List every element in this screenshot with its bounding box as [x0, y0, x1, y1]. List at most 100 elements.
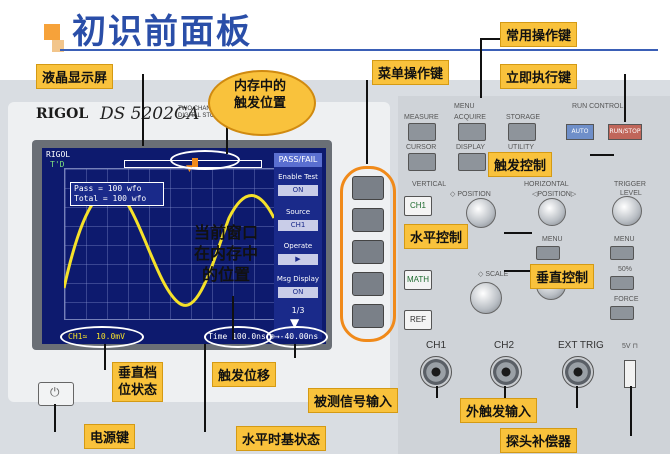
bubble-trigger-memory: [208, 70, 316, 136]
label-vertical-control: 垂直控制: [530, 264, 595, 289]
ext-trig-bnc-connector[interactable]: [562, 356, 594, 388]
ref-button[interactable]: REF: [404, 310, 432, 330]
menu-softkey-2[interactable]: [352, 208, 384, 232]
screen-brand: RIGOL: [46, 150, 71, 159]
menu-value-msg-display: ON: [278, 287, 318, 298]
title-decoration: [44, 24, 60, 40]
force-button[interactable]: [610, 306, 634, 320]
label-timebase: 水平时基状态: [236, 426, 327, 451]
leader-signal-input-ch2: [504, 386, 506, 398]
screen-mode: T'D: [50, 160, 65, 169]
vertical-status-highlight: [60, 326, 144, 348]
fifty-percent-label: 50%: [618, 266, 633, 273]
trigger-section-label: TRIGGER: [614, 181, 646, 188]
label-lcd: 液晶显示屏: [36, 64, 114, 89]
storage-button[interactable]: [508, 123, 536, 141]
menu-label-operate: Operate: [283, 242, 313, 250]
trigger-menu-button[interactable]: [610, 246, 634, 260]
vertical-scale-knob[interactable]: [470, 282, 502, 314]
leader-vertical-status: [104, 344, 106, 370]
probe-comp-label: 5V ⊓: [622, 343, 638, 350]
run-stop-button[interactable]: RUN/STOP: [608, 124, 642, 140]
label-menu-keys: 菜单操作键: [372, 60, 450, 85]
leader-run-keys: [624, 74, 626, 122]
horizontal-section-label: HORIZONTAL: [524, 181, 569, 188]
label-trigger-shift: 触发位移: [212, 362, 277, 387]
brand-label: RIGOL: [36, 106, 89, 122]
trigger-menu-label: MENU: [614, 236, 635, 243]
power-button[interactable]: [38, 382, 74, 406]
ch1-button[interactable]: CH1: [404, 196, 432, 216]
ch2-input-label: CH2: [494, 340, 515, 351]
probe-compensator-terminal[interactable]: [624, 360, 636, 388]
leader-power: [54, 404, 56, 432]
horizontal-menu-button[interactable]: [536, 246, 560, 260]
menu-value-source: CH1: [278, 220, 318, 231]
menu-value-operate: ▶: [278, 254, 318, 265]
acquire-label: ACQUIRE: [454, 114, 486, 121]
vertical-position-label: ◇ POSITION: [450, 191, 491, 198]
leader-lcd: [142, 74, 144, 146]
horizontal-position-knob[interactable]: [538, 198, 566, 226]
label-run-keys: 立即执行键: [500, 64, 578, 89]
label-common-keys: 常用操作键: [500, 22, 578, 47]
acquire-button[interactable]: [458, 123, 486, 141]
memory-trigger-highlight: [170, 150, 240, 170]
ch2-bnc-connector[interactable]: [490, 356, 522, 388]
menu-keys-highlight: [340, 166, 396, 342]
leader-window-memory: [232, 296, 234, 340]
timebase-highlight: [204, 326, 272, 348]
label-window-memory: 当前窗口 在内存中 的位置: [193, 223, 258, 284]
measure-button[interactable]: [408, 123, 436, 141]
title-underline: [60, 49, 658, 51]
leader-vertical-control: [504, 270, 532, 272]
vertical-scale-label: ◇ SCALE: [478, 271, 509, 278]
vertical-position-knob[interactable]: [466, 198, 496, 228]
label-ext-trigger: 外触发输入: [460, 398, 538, 423]
leader-menu-keys: [366, 80, 368, 164]
menu-label-enable-test: Enable Test: [278, 173, 318, 181]
display-button[interactable]: [458, 153, 486, 171]
math-button[interactable]: MATH: [404, 270, 432, 290]
measure-label: MEASURE: [404, 114, 439, 121]
trigger-level-knob[interactable]: [612, 196, 642, 226]
menu-section-label: MENU: [454, 103, 475, 110]
page-title: 初识前面板: [72, 12, 252, 52]
menu-page: 1/3: [291, 306, 305, 315]
fifty-percent-button[interactable]: [610, 276, 634, 290]
menu-softkey-3[interactable]: [352, 240, 384, 264]
ch1-bnc-connector[interactable]: [420, 356, 452, 388]
power-icon: ⏻: [50, 385, 60, 399]
label-power: 电源键: [84, 424, 136, 449]
horizontal-position-label: ◁POSITION▷: [532, 191, 577, 198]
menu-softkey-5[interactable]: [352, 304, 384, 328]
pass-count: Pass = 100 wfo: [74, 184, 142, 193]
model-label: DS 5202CA: [100, 104, 200, 124]
menu-softkey-4[interactable]: [352, 272, 384, 296]
force-label: FORCE: [614, 296, 639, 303]
leader-common-keys: [480, 38, 482, 98]
label-vertical-status: 垂直档 位状态: [112, 362, 164, 402]
ext-trig-label: EXT TRIG: [558, 340, 604, 351]
menu-softkey-1[interactable]: [352, 176, 384, 200]
cursor-button[interactable]: [408, 153, 436, 171]
leader-probe-comp: [630, 386, 632, 436]
total-count: Total = 100 wfo: [74, 194, 147, 203]
leader-signal-input-ch1: [436, 386, 438, 398]
display-label: DISPLAY: [456, 144, 486, 151]
label-probe-comp: 探头补偿器: [500, 428, 578, 453]
leader-ext-trigger: [576, 386, 578, 408]
auto-button[interactable]: AUTO: [566, 124, 594, 140]
leader-trigger-memory: [226, 126, 228, 154]
menu-label-source: Source: [285, 208, 311, 216]
menu-label-msg-display: Msg Display: [276, 275, 320, 283]
storage-label: STORAGE: [506, 114, 541, 121]
label-signal-input: 被测信号输入: [308, 388, 399, 413]
menu-next-arrow-icon: ▼: [290, 316, 300, 330]
screen-menu: [274, 153, 322, 339]
menu-title: PASS/FAIL: [274, 153, 322, 167]
vertical-section-label: VERTICAL: [412, 181, 447, 188]
ch1-input-label: CH1: [426, 340, 447, 351]
leader-common-keys-h: [480, 38, 500, 40]
label-trigger-control: 触发控制: [488, 152, 553, 177]
